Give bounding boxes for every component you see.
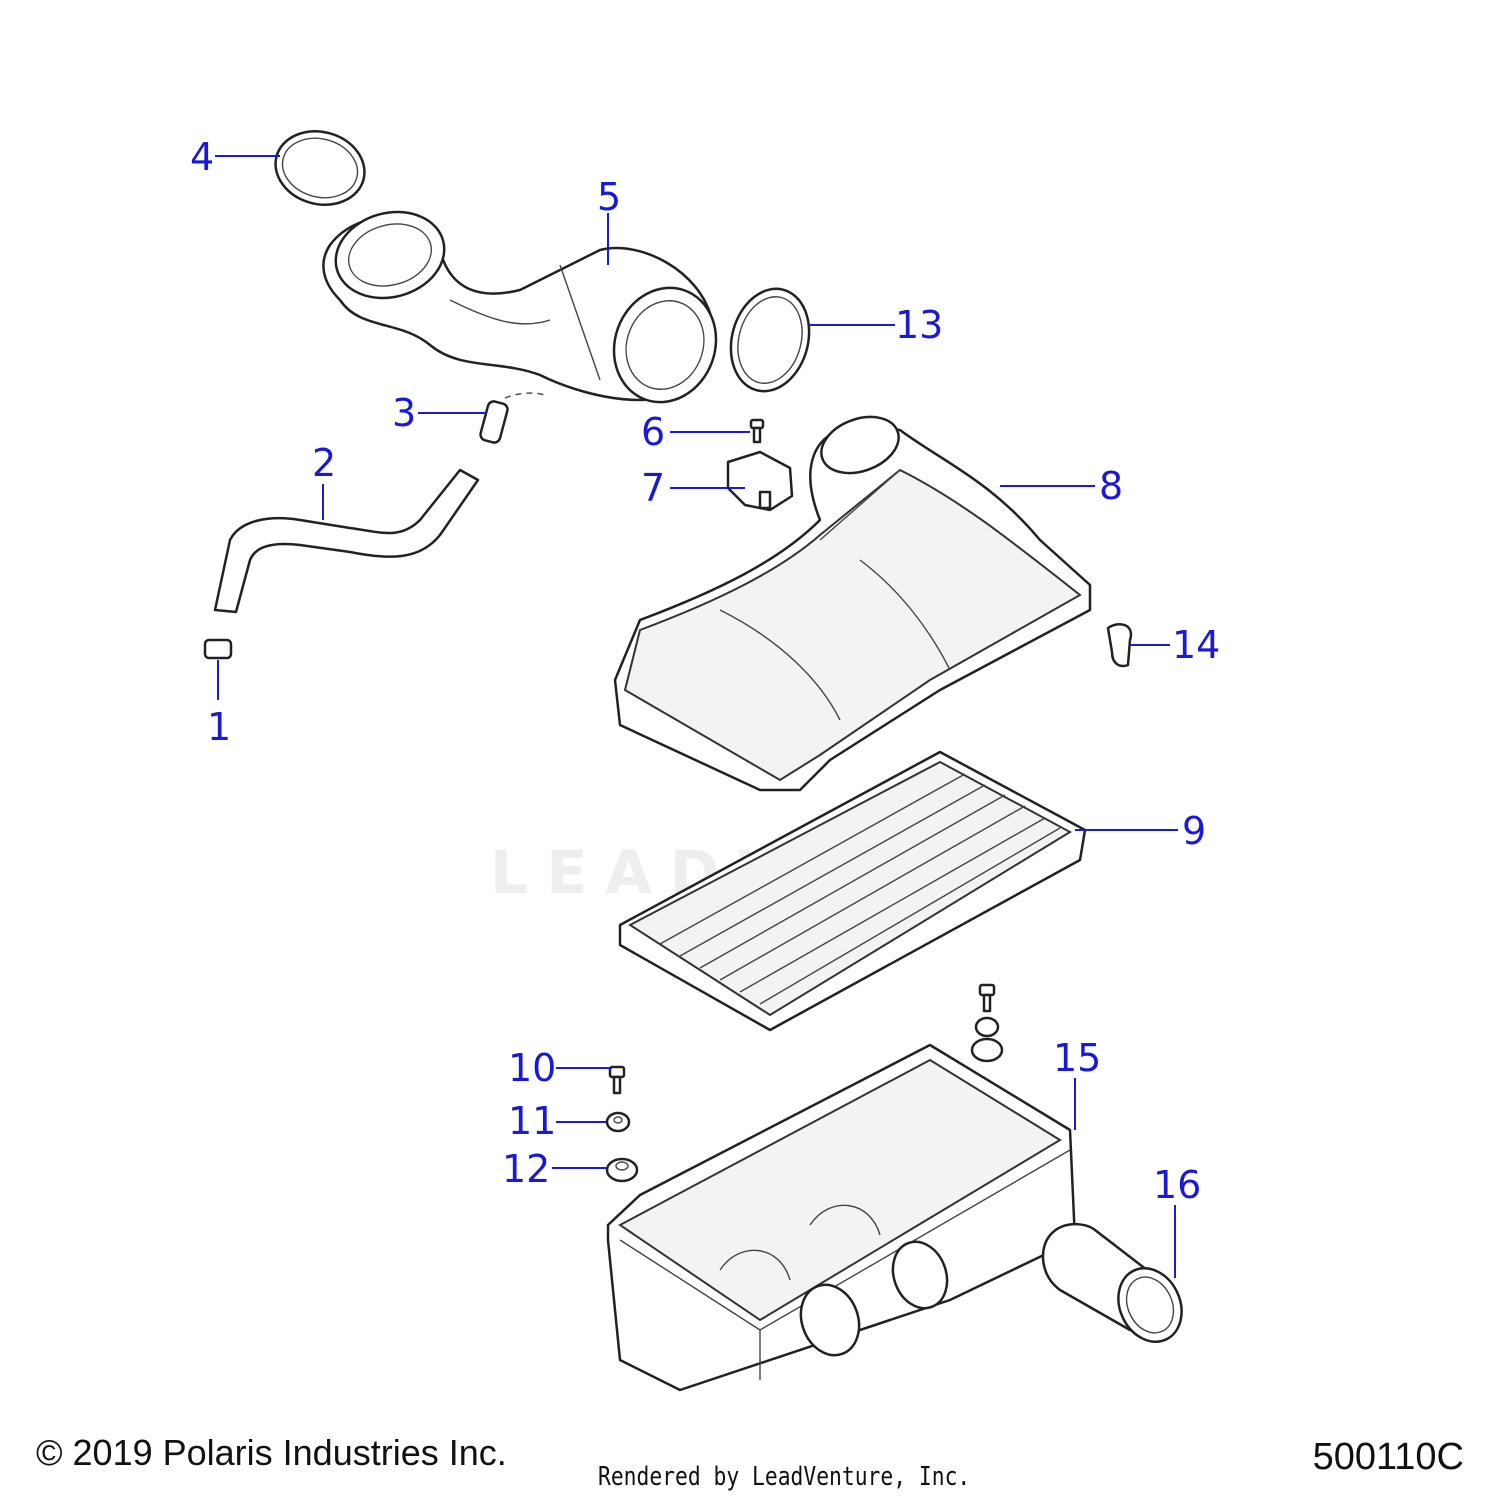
callout-2: 2: [312, 441, 336, 485]
callout-4: 4: [190, 135, 214, 179]
callout-10: 10: [508, 1046, 556, 1090]
leader-lines: [215, 155, 1178, 1278]
copyright-text: © 2019 Polaris Industries Inc.: [36, 1432, 507, 1473]
part-16-velocity-stack[interactable]: [1041, 1223, 1193, 1352]
callout-1: 1: [207, 705, 231, 749]
callout-3: 3: [392, 391, 416, 435]
callout-13: 13: [895, 303, 943, 347]
part-4-clamp[interactable]: [267, 122, 373, 215]
callout-14: 14: [1172, 623, 1220, 667]
fastener-stack[interactable]: [970, 983, 1004, 1063]
callout-7: 7: [641, 466, 665, 510]
callout-8: 8: [1099, 464, 1123, 508]
part-8-airbox-cover[interactable]: [613, 407, 1092, 792]
part-3-fitting[interactable]: [479, 392, 546, 444]
part-5-intake-duct[interactable]: [322, 200, 731, 416]
part-11-washer[interactable]: [605, 1111, 631, 1133]
part-1-cap[interactable]: [203, 638, 233, 660]
callout-9: 9: [1182, 809, 1206, 853]
part-9-air-filter[interactable]: [618, 750, 1087, 1032]
part-2-hose[interactable]: [213, 468, 480, 614]
callout-15: 15: [1053, 1036, 1101, 1080]
part-12-grommet[interactable]: [605, 1157, 639, 1183]
rendered-by-text: Rendered by LeadVenture, Inc.: [598, 1462, 971, 1492]
part-7-sensor[interactable]: [726, 450, 794, 512]
callout-11: 11: [508, 1099, 556, 1143]
diagram-number: 500110C: [1312, 1436, 1464, 1478]
part-10-bolt[interactable]: [608, 1065, 626, 1095]
part-13-clamp[interactable]: [720, 280, 820, 400]
callout-5: 5: [597, 175, 621, 219]
part-14-clip[interactable]: [1106, 623, 1133, 668]
part-15-airbox-base[interactable]: [606, 1043, 1077, 1392]
callout-16: 16: [1153, 1163, 1201, 1207]
part-6-screw[interactable]: [749, 418, 765, 444]
callout-12: 12: [502, 1147, 550, 1191]
callout-6: 6: [641, 410, 665, 454]
